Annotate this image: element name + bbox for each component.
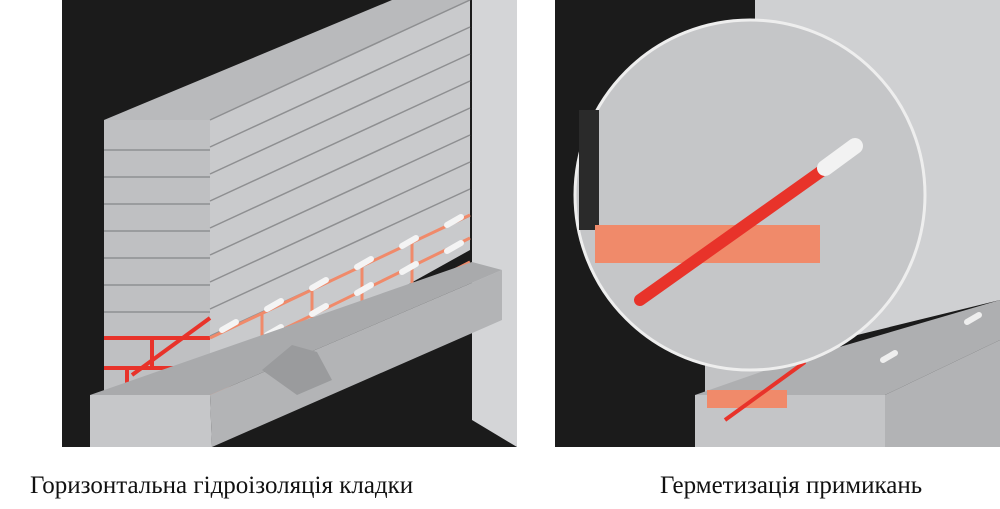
broken-floor-chunk <box>262 345 332 395</box>
packer <box>354 256 374 270</box>
masonry-wall-illustration <box>62 0 517 447</box>
packer <box>444 214 464 228</box>
brick-line <box>209 53 471 175</box>
floor-slab-side <box>210 270 502 447</box>
floor-slab-side <box>885 340 1000 447</box>
packer <box>309 277 329 291</box>
injection-rod <box>130 316 212 377</box>
packer <box>399 261 419 275</box>
injection-rod-small <box>723 360 807 422</box>
brick-line <box>209 107 471 229</box>
caption-right: Герметизація примикань <box>660 472 923 499</box>
backdrop-wall <box>472 0 517 447</box>
floor-slab-top <box>90 262 502 395</box>
floor-slab-top <box>695 300 1000 395</box>
packer <box>219 319 239 333</box>
brick-line <box>209 80 471 202</box>
packer <box>399 235 419 249</box>
floor-slab <box>90 395 212 447</box>
gravel-strip <box>707 390 787 408</box>
packer <box>309 303 329 317</box>
packer <box>354 282 374 296</box>
brick-line <box>209 188 471 310</box>
caption-left: Горизонтальна гідроізоляція кладки <box>30 472 414 499</box>
magnified-packer-tip <box>817 138 863 176</box>
brick-line <box>209 26 471 148</box>
magnified-gap <box>579 110 599 230</box>
joint-sealing-illustration <box>555 0 1000 447</box>
brick-line <box>209 134 471 256</box>
magnifier-circle <box>573 18 927 372</box>
packer <box>444 240 464 254</box>
magnified-rod <box>634 164 829 306</box>
brick-line <box>209 161 471 283</box>
wall-side-face <box>210 0 470 395</box>
brick-line <box>209 0 471 121</box>
surface-packers <box>880 312 982 363</box>
packer <box>264 298 284 312</box>
wall-top-face <box>104 0 470 120</box>
